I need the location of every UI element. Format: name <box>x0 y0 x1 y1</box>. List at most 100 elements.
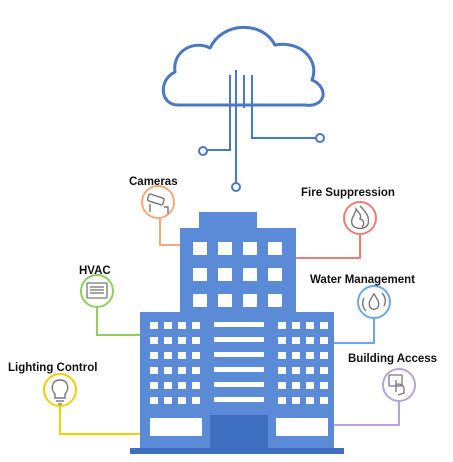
wing-window <box>150 367 158 374</box>
wing-window <box>192 322 200 329</box>
node-cameras <box>141 185 175 219</box>
wing-window <box>320 397 328 404</box>
wing-window <box>178 382 186 389</box>
wing-window <box>278 352 286 359</box>
node-hvac <box>80 274 114 308</box>
wing-window <box>320 337 328 344</box>
node-access <box>382 368 416 402</box>
tower-window <box>218 242 232 255</box>
center-window-band <box>214 397 264 402</box>
wing-window <box>150 382 158 389</box>
wing-window <box>278 367 286 374</box>
flame-icon <box>350 205 370 230</box>
wing-window <box>150 337 158 344</box>
center-window-band <box>214 322 264 327</box>
wing-window <box>178 367 186 374</box>
node-fire <box>343 201 377 235</box>
wing-window <box>164 397 172 404</box>
tower-window <box>268 242 282 255</box>
wing-window <box>150 352 158 359</box>
link-endpoint-right <box>315 133 325 143</box>
link-endpoint-center <box>231 182 241 192</box>
label-cameras: Cameras <box>129 176 178 188</box>
tower-window <box>193 294 207 307</box>
wing-window <box>292 367 300 374</box>
wing-window <box>164 352 172 359</box>
wing-window <box>320 382 328 389</box>
wing-window <box>150 397 158 404</box>
link-endpoint-left <box>198 146 208 156</box>
cloud-links <box>204 70 318 185</box>
wing-window <box>306 337 314 344</box>
wing-window <box>178 337 186 344</box>
wing-window <box>192 382 200 389</box>
tower-window <box>268 268 282 281</box>
tower-window <box>218 268 232 281</box>
wing-window <box>306 382 314 389</box>
wing-window <box>292 352 300 359</box>
wing-window <box>320 322 328 329</box>
water-drop-cycle-icon <box>362 292 386 312</box>
node-lighting <box>43 373 77 407</box>
wing-window <box>192 337 200 344</box>
tower-window <box>218 294 232 307</box>
wing-window <box>150 322 158 329</box>
tower-window <box>243 242 257 255</box>
connector-cameras <box>159 212 180 246</box>
wing-window <box>178 397 186 404</box>
node-water <box>357 285 391 319</box>
security-camera-icon <box>146 193 169 214</box>
wing-window <box>164 382 172 389</box>
connector-water <box>334 316 375 344</box>
lightbulb-icon <box>51 379 69 405</box>
label-water-management: Water Management <box>310 274 415 286</box>
wing-window <box>278 382 286 389</box>
wing-window <box>192 397 200 404</box>
wing-window <box>292 337 300 344</box>
label-fire-suppression: Fire Suppression <box>301 187 395 199</box>
connector-fire <box>296 231 361 259</box>
center-window-band <box>214 352 264 357</box>
wing-window <box>292 322 300 329</box>
label-hvac: HVAC <box>79 265 111 277</box>
center-window-band <box>214 382 264 387</box>
tower-window <box>193 268 207 281</box>
connector-hvac <box>96 304 140 336</box>
wing-window <box>178 322 186 329</box>
label-building-access: Building Access <box>348 353 437 365</box>
wing-window <box>306 397 314 404</box>
touch-access-icon <box>388 374 405 396</box>
wing-window <box>164 322 172 329</box>
tower-window <box>243 268 257 281</box>
tower-window <box>268 294 282 307</box>
wing-window <box>164 367 172 374</box>
wing-window <box>306 367 314 374</box>
connector-lighting <box>59 405 140 435</box>
wing-window <box>292 382 300 389</box>
office-building <box>130 212 344 454</box>
label-lighting-control: Lighting Control <box>8 362 97 374</box>
wing-window <box>306 352 314 359</box>
tower-window <box>193 242 207 255</box>
connector-access <box>334 400 400 426</box>
wing-window <box>178 352 186 359</box>
air-vent-icon <box>86 282 108 299</box>
wing-window <box>306 322 314 329</box>
wing-window <box>320 367 328 374</box>
wing-window <box>192 367 200 374</box>
center-window-band <box>214 367 264 372</box>
center-window-band <box>214 337 264 342</box>
wing-window <box>292 397 300 404</box>
cloud-icon <box>161 25 325 107</box>
entrance-door <box>210 415 268 448</box>
wing-window <box>320 352 328 359</box>
wing-window <box>192 352 200 359</box>
wing-window <box>278 337 286 344</box>
entrance-panel-right <box>276 418 328 436</box>
entrance-panel-left <box>150 418 202 436</box>
wing-window <box>278 322 286 329</box>
tower-window <box>243 294 257 307</box>
wing-window <box>278 397 286 404</box>
wing-window <box>164 337 172 344</box>
